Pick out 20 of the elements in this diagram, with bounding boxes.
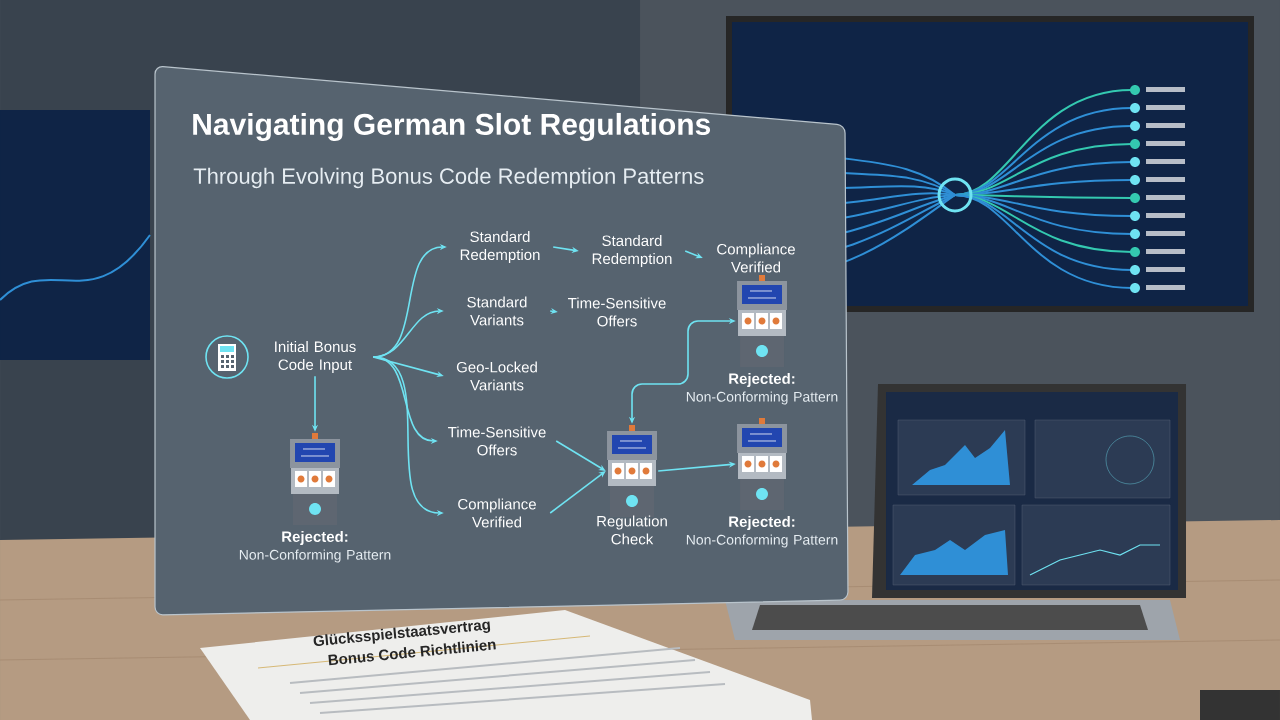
step-label: Time-Sensitive Offers xyxy=(568,297,666,327)
step-label: Time-Sensitive Offers xyxy=(448,426,546,456)
step-label: Initial Bonus Code Input xyxy=(275,341,356,373)
arrow xyxy=(555,440,606,471)
status-heading: Rejected: xyxy=(282,531,348,545)
step-label: Standard Redemption xyxy=(460,231,540,263)
title: Navigating German Slot Regulations xyxy=(193,112,711,142)
arrow xyxy=(549,471,606,514)
status-text: Non-Conforming Pattern xyxy=(686,391,838,405)
step-label: Standard Redemption xyxy=(592,235,672,267)
status-text: Non-Conforming Pattern xyxy=(686,534,838,548)
step-label: Standard Variants xyxy=(467,296,527,326)
step-label: Regulation Check xyxy=(597,515,667,545)
step-label: Geo-Locked Variants xyxy=(456,361,537,391)
status-heading: Rejected: xyxy=(729,373,795,387)
step-label: Compliance Verified xyxy=(717,243,795,273)
status-heading: Rejected: xyxy=(729,516,795,530)
subtitle: Through Evolving Bonus Code Redemption Patterns xyxy=(193,167,704,189)
status-text: Non-Conforming Pattern xyxy=(239,549,391,563)
step-label: Compliance Verified xyxy=(458,498,536,528)
